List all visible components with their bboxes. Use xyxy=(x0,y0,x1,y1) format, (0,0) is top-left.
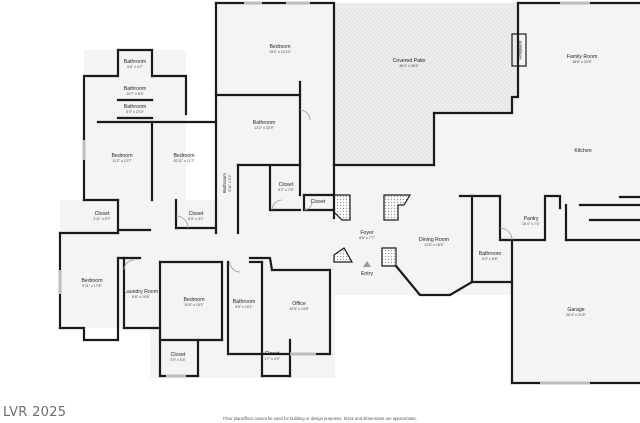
entry-arrow-icon xyxy=(363,261,371,267)
floor-areas xyxy=(60,3,640,383)
room-dimensions: 9'11" x 17'6" xyxy=(82,284,102,288)
room-dimensions: 3'9" x 5'4" xyxy=(170,358,186,362)
room-dimensions: 10'4" x 7'4" xyxy=(522,222,540,226)
room-dimensions: 1'7" x 4'9" xyxy=(264,357,280,361)
room-dimensions: 36'4" x 26'9" xyxy=(399,64,419,68)
room-name: Bathroom xyxy=(253,120,276,126)
room-name: Bathroom xyxy=(233,299,256,305)
room-dimensions: 6'2" x 8'8" xyxy=(482,257,498,261)
room-name: Bedroom xyxy=(173,153,194,159)
room-name: Closet xyxy=(311,199,326,205)
room-dimensions: 6'9" x 3'1" xyxy=(188,217,204,221)
room-dimensions: 5'6" x 4'7" xyxy=(127,65,143,69)
room-dimensions: 5'2" x 7'5" xyxy=(278,188,294,192)
room-dimensions: 10'11" x 12'7" xyxy=(173,159,195,163)
room-name: Closet xyxy=(95,211,110,217)
room-name: Foyer xyxy=(360,230,374,236)
room-name: Bedroom xyxy=(183,297,204,303)
room-dimensions: 11'2" x 12'7" xyxy=(112,159,132,163)
room-dimensions: 3'11" x 5'7" xyxy=(93,217,111,221)
room-name: Bathroom xyxy=(124,104,147,110)
room-kitchen: Kitchen xyxy=(574,148,591,154)
room-name: Closet xyxy=(189,211,204,217)
room-name: Bathroom xyxy=(124,86,147,92)
room-dimensions: 12'8" x 16'3" xyxy=(424,243,444,247)
room-name: Closet xyxy=(279,182,294,188)
room-name: Closet xyxy=(265,351,280,357)
room-dimensions: 26'4" x 21'6" xyxy=(566,313,586,317)
room-name: Pantry xyxy=(524,216,539,222)
room-name: Laundry Room xyxy=(124,289,158,295)
room-name: Kitchen xyxy=(574,148,591,154)
room-dimensions: 18'6" x 19'5" xyxy=(572,60,592,64)
room-dimensions: 5'3" x 2'10" xyxy=(126,110,144,114)
room-closet-hall: Closet xyxy=(311,199,326,205)
room-dimensions: 10'7" x 8'3" xyxy=(126,92,144,96)
room-name: Bathroom xyxy=(479,251,502,257)
windows xyxy=(58,1,590,385)
room-dimensions: 19'1" x 13'10" xyxy=(269,50,291,54)
entry-label: Entry xyxy=(361,271,374,277)
room-name: Bedroom xyxy=(81,278,102,284)
watermark: LVR 2025 xyxy=(3,405,67,420)
room-dimensions: 5'5" x 15'1" xyxy=(235,305,253,309)
covered-patio-area xyxy=(334,3,518,165)
room-name: Bedroom xyxy=(111,153,132,159)
doors xyxy=(123,109,513,273)
room-name: Dining Room xyxy=(419,237,449,243)
room-dimensions: 6'8" x 10'8" xyxy=(132,295,150,299)
room-dimensions: 10'5" x 15'1" xyxy=(184,303,204,307)
room-name: Bedroom xyxy=(269,44,290,50)
room-name: Garage xyxy=(567,307,584,313)
room-name: Closet xyxy=(171,352,186,358)
fireplace-label: Fireplace xyxy=(518,40,523,59)
room-name: Office xyxy=(292,301,306,307)
room-name: Bathroom xyxy=(124,59,147,65)
room-name: Family Room xyxy=(567,54,598,60)
room-dimensions: 5'11" x 5'2" xyxy=(228,174,232,192)
room-dimensions: 8'6" x 7'7" xyxy=(359,236,375,240)
room-name: Bathroom xyxy=(222,173,227,193)
disclaimer: Floor plans/floor cannot be used for bui… xyxy=(223,416,417,421)
room-name: Covered Patio xyxy=(393,58,426,64)
room-dimensions: 13'2" x 22'9" xyxy=(254,126,274,130)
room-dimensions: 10'5" x 14'8" xyxy=(289,307,309,311)
